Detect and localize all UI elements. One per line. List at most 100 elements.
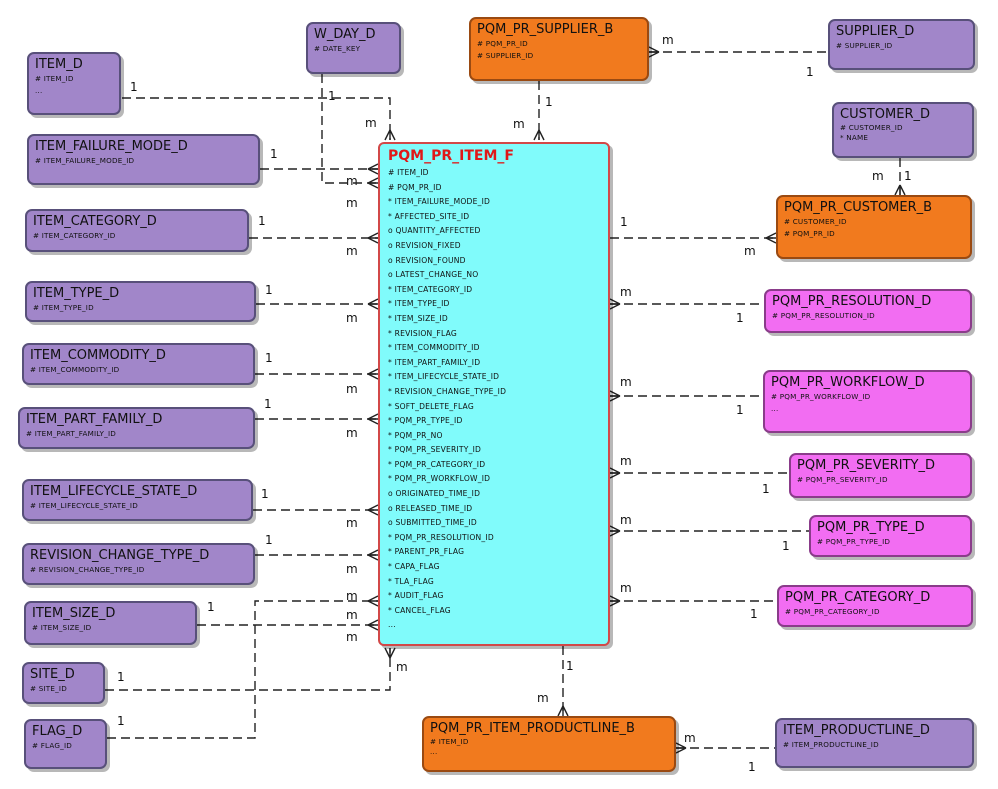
cardinality-many-label: m — [620, 285, 632, 299]
entity-pqm-pr-severity-d[interactable]: PQM_PR_SEVERITY_D # PQM_PR_SEVERITY_ID — [789, 453, 972, 498]
entity-item-d[interactable]: ITEM_D # ITEM_ID... — [27, 52, 121, 115]
entity-site-d[interactable]: SITE_D # SITE_ID — [22, 662, 105, 704]
crows-foot-marker — [609, 390, 621, 402]
attribute-row: # CUSTOMER_ID — [784, 217, 847, 226]
entity-w-day-d[interactable]: W_DAY_D # DATE_KEY — [306, 22, 401, 74]
entity-pqm-pr-resolution-d[interactable]: PQM_PR_RESOLUTION_D # PQM_PR_RESOLUTION_… — [764, 289, 972, 333]
attribute-row: # PQM_PR_ID — [477, 39, 528, 48]
cardinality-one-label: 1 — [130, 80, 138, 94]
entity-item-size-d[interactable]: ITEM_SIZE_D # ITEM_SIZE_ID — [24, 601, 197, 645]
attribute-row: # ITEM_ID — [35, 74, 74, 83]
attribute-row: * ITEM_SIZE_ID — [388, 313, 448, 323]
entity-pqm-pr-type-d[interactable]: PQM_PR_TYPE_D # PQM_PR_TYPE_ID — [809, 515, 972, 557]
entity-supplier-d[interactable]: SUPPLIER_D # SUPPLIER_ID — [828, 19, 975, 70]
attribute-list: # SITE_ID — [30, 683, 97, 695]
attribute-row: * PQM_PR_RESOLUTION_ID — [388, 532, 494, 542]
attribute-row: o ORIGINATED_TIME_ID — [388, 489, 481, 499]
attribute-row: o LATEST_CHANGE_NO — [388, 270, 479, 280]
entity-name: ITEM_PART_FAMILY_D — [26, 412, 163, 427]
entity-item-lifecycle-state-d[interactable]: ITEM_LIFECYCLE_STATE_D # ITEM_LIFECYCLE_… — [22, 479, 253, 521]
cardinality-one-label: 1 — [265, 283, 273, 297]
entity-name: SITE_D — [30, 667, 75, 682]
cardinality-many-label: m — [620, 581, 632, 595]
entity-name: PQM_PR_SEVERITY_D — [797, 458, 935, 473]
entity-revision-change-type-d[interactable]: REVISION_CHANGE_TYPE_D # REVISION_CHANGE… — [22, 543, 255, 585]
entity-item-productline-d[interactable]: ITEM_PRODUCTLINE_D # ITEM_PRODUCTLINE_ID — [775, 718, 974, 768]
cardinality-one-label: 1 — [620, 215, 628, 229]
entity-item-commodity-d[interactable]: ITEM_COMMODITY_D # ITEM_COMMODITY_ID — [22, 343, 255, 385]
cardinality-many-label: m — [396, 660, 408, 674]
entity-item-type-d[interactable]: ITEM_TYPE_D # ITEM_TYPE_ID — [25, 281, 256, 322]
crows-foot-marker — [367, 504, 379, 516]
entity-item-part-family-d[interactable]: ITEM_PART_FAMILY_D # ITEM_PART_FAMILY_ID — [18, 407, 255, 449]
entity-name: SUPPLIER_D — [836, 24, 915, 39]
crows-foot-marker — [384, 647, 396, 659]
cardinality-one-label: 1 — [270, 147, 278, 161]
attribute-row: * ITEM_FAILURE_MODE_ID — [388, 197, 491, 207]
crows-foot-marker — [648, 46, 660, 58]
attribute-list: # ITEM_LIFECYCLE_STATE_ID — [30, 500, 245, 512]
attribute-row: # FLAG_ID — [32, 741, 73, 750]
attribute-list: # PQM_PR_RESOLUTION_ID — [772, 310, 964, 322]
attribute-row: * AFFECTED_SITE_ID — [388, 211, 470, 221]
cardinality-one-label: 1 — [748, 760, 756, 774]
cardinality-one-label: 1 — [207, 600, 215, 614]
entity-name: PQM_PR_CUSTOMER_B — [784, 200, 933, 215]
attribute-list: # REVISION_CHANGE_TYPE_ID — [30, 564, 247, 576]
attribute-row: # ITEM_FAILURE_MODE_ID — [35, 156, 135, 165]
cardinality-many-label: m — [346, 311, 358, 325]
entity-pqm-pr-supplier-b[interactable]: PQM_PR_SUPPLIER_B # PQM_PR_ID # SUPPLIER_… — [469, 17, 649, 81]
cardinality-one-label: 1 — [750, 607, 758, 621]
attribute-row: # ITEM_ID — [388, 168, 429, 177]
cardinality-one-label: 1 — [782, 539, 790, 553]
attribute-row: * ITEM_LIFECYCLE_STATE_ID — [388, 372, 500, 382]
entity-name: FLAG_D — [32, 724, 83, 739]
crows-foot-marker — [367, 368, 379, 380]
cardinality-one-label: 1 — [566, 659, 574, 673]
attribute-row: # ITEM_SIZE_ID — [32, 623, 92, 632]
entity-name: PQM_PR_SUPPLIER_B — [477, 22, 614, 37]
cardinality-many-label: m — [620, 375, 632, 389]
attribute-row: # ITEM_PRODUCTLINE_ID — [783, 740, 879, 749]
cardinality-many-label: m — [346, 426, 358, 440]
cardinality-one-label: 1 — [736, 403, 744, 417]
cardinality-many-label: m — [872, 169, 884, 183]
entity-flag-d[interactable]: FLAG_D # FLAG_ID — [24, 719, 107, 769]
cardinality-many-label: m — [346, 589, 358, 603]
crows-foot-marker — [367, 232, 379, 244]
attribute-row: * CAPA_FLAG — [388, 562, 440, 572]
crows-foot-marker — [765, 232, 777, 244]
attribute-row: * REVISION_FLAG — [388, 328, 457, 338]
entity-pqm-pr-customer-b[interactable]: PQM_PR_CUSTOMER_B # CUSTOMER_ID # PQM_PR_… — [776, 195, 972, 259]
attribute-row: # PQM_PR_ID — [388, 182, 442, 192]
attribute-list: # ITEM_CATEGORY_ID — [33, 230, 241, 242]
entity-pqm-pr-category-d[interactable]: PQM_PR_CATEGORY_D # PQM_PR_CATEGORY_ID — [777, 585, 973, 627]
attribute-row: * TLA_FLAG — [388, 576, 434, 586]
attribute-row: * ITEM_COMMODITY_ID — [388, 343, 480, 353]
entity-item-failure-mode-d[interactable]: ITEM_FAILURE_MODE_D # ITEM_FAILURE_MODE_… — [27, 134, 260, 185]
attribute-row: # PQM_PR_ID — [784, 229, 835, 238]
entity-pqm-pr-item-productline-b[interactable]: PQM_PR_ITEM_PRODUCTLINE_B # ITEM_ID... — [422, 716, 676, 772]
attribute-row: # PQM_PR_TYPE_ID — [817, 537, 891, 546]
entity-name: PQM_PR_CATEGORY_D — [785, 590, 931, 605]
cardinality-many-label: m — [346, 196, 358, 210]
attribute-list: # PQM_PR_WORKFLOW_ID... — [771, 391, 964, 415]
attribute-list: # PQM_PR_ID # SUPPLIER_ID — [477, 38, 641, 62]
entity-name: ITEM_COMMODITY_D — [30, 348, 166, 363]
attribute-row: * PQM_PR_WORKFLOW_ID — [388, 474, 491, 484]
attribute-row: # ITEM_PART_FAMILY_ID — [26, 429, 116, 438]
entity-customer-d[interactable]: CUSTOMER_D # CUSTOMER_ID* NAME — [832, 102, 974, 158]
crows-foot-marker — [367, 177, 379, 189]
attribute-list: # ITEM_FAILURE_MODE_ID — [35, 155, 252, 167]
attribute-list: # PQM_PR_TYPE_ID — [817, 536, 964, 548]
attribute-row: # SUPPLIER_ID — [477, 51, 534, 60]
attribute-list: # ITEM_ID # PQM_PR_ID * ITEM_FAILURE_MODE_… — [388, 166, 600, 633]
entity-item-category-d[interactable]: ITEM_CATEGORY_D # ITEM_CATEGORY_ID — [25, 209, 249, 252]
entity-pqm-pr-item-f[interactable]: PQM_PR_ITEM_F # ITEM_ID# PQM_PR_ID* ITEM… — [378, 142, 610, 646]
entity-pqm-pr-workflow-d[interactable]: PQM_PR_WORKFLOW_D # PQM_PR_WORKFLOW_ID..… — [763, 370, 972, 433]
crows-foot-marker — [367, 298, 379, 310]
relationship-line — [122, 97, 391, 140]
cardinality-many-label: m — [346, 382, 358, 396]
entity-name: CUSTOMER_D — [840, 107, 930, 122]
